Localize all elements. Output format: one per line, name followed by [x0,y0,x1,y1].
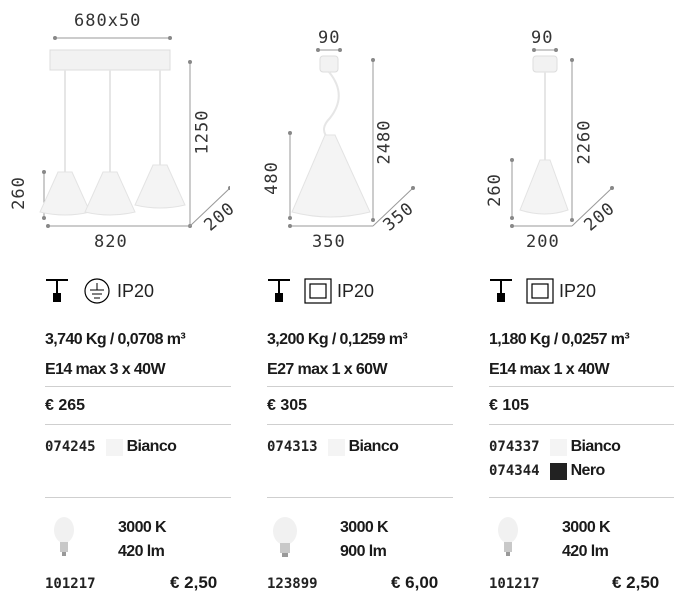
variant-code: 074245 [45,439,96,455]
product-column-3: 90 2260 260 200 200 [0,0,619,596]
bulb-lumen: 900 lm [340,543,387,560]
product-column-1: 680x50 1250 260 820 200 [0,0,239,596]
earth-ground-icon [84,278,110,304]
bulb-spec: E27 max 1 x 60W [267,361,388,378]
ip-rating: IP20 [559,280,597,301]
variant-label: Bianco [570,438,621,455]
pendant-drawing [39,36,230,228]
dim-top: 90 [531,28,554,48]
pendant-drawing [510,48,614,228]
icon-row-2: IP20 [267,277,374,305]
variant-label: Nero [570,462,606,479]
color-swatch [549,438,567,456]
bulb-kelvin: 3000 K [562,519,611,536]
icon-row-1: IP20 [45,277,154,305]
variant-code: 074344 [489,463,540,479]
bulb-code: 101217 [489,576,540,592]
divider [267,497,453,498]
dim-width: 200 [526,232,560,252]
dim-top: 90 [318,28,341,48]
bulb-price: € 6,00 [391,573,439,592]
variant-row: 074344 Nero [489,462,605,480]
bulb-lumen: 420 lm [562,543,609,560]
bulb-icon [498,517,518,556]
bulb-icon [54,517,74,556]
divider [489,497,674,498]
divider [45,386,231,387]
variant-row: 074245 Bianco [45,438,177,456]
variant-row: 074313 Bianco [267,438,399,456]
pendant-mount-icon [268,279,290,302]
dim-width: 820 [94,232,128,252]
color-swatch [327,438,345,456]
pendant-mount-icon [46,279,68,302]
pendant-drawing [288,48,415,228]
bulb-lumen: 420 lm [118,543,165,560]
icon-row-3: IP20 [489,277,596,305]
bulb-kelvin: 3000 K [340,519,389,536]
bulb-spec: E14 max 1 x 40W [489,361,610,378]
bulb-price: € 2,50 [612,573,660,592]
dim-shade-height: 260 [484,173,505,207]
divider [267,424,453,425]
divider [45,497,231,498]
bulb-kelvin: 3000 K [118,519,167,536]
product-column-2: 90 2480 480 350 350 [0,0,418,596]
bulb-icon [273,517,297,557]
divider [267,386,453,387]
weight-volume: 3,740 Kg / 0,0708 m³ [45,331,186,348]
color-swatch [549,462,567,480]
double-insulation-icon [304,278,332,304]
dim-height: 2260 [574,119,595,165]
double-insulation-icon [526,278,554,304]
ip-rating: IP20 [337,280,375,301]
variant-label: Bianco [126,438,177,455]
ip-rating: IP20 [117,280,155,301]
pendant-mount-icon [490,279,512,302]
divider [489,386,674,387]
variant-code: 074337 [489,439,540,455]
dim-top: 680x50 [74,11,142,31]
price: € 305 [267,397,308,414]
bulb-code: 101217 [45,576,96,592]
price: € 105 [489,397,530,414]
variant-label: Bianco [348,438,399,455]
variant-code: 074313 [267,439,318,455]
bulb-spec: E14 max 3 x 40W [45,361,166,378]
weight-volume: 3,200 Kg / 0,1259 m³ [267,331,408,348]
color-swatch [105,438,123,456]
bulb-price: € 2,50 [170,573,218,592]
divider [45,424,231,425]
bulb-code: 123899 [267,576,318,592]
variant-row: 074337 Bianco [489,438,621,456]
weight-volume: 1,180 Kg / 0,0257 m³ [489,331,630,348]
dim-width: 350 [312,232,346,252]
price: € 265 [45,397,86,414]
divider [489,424,674,425]
